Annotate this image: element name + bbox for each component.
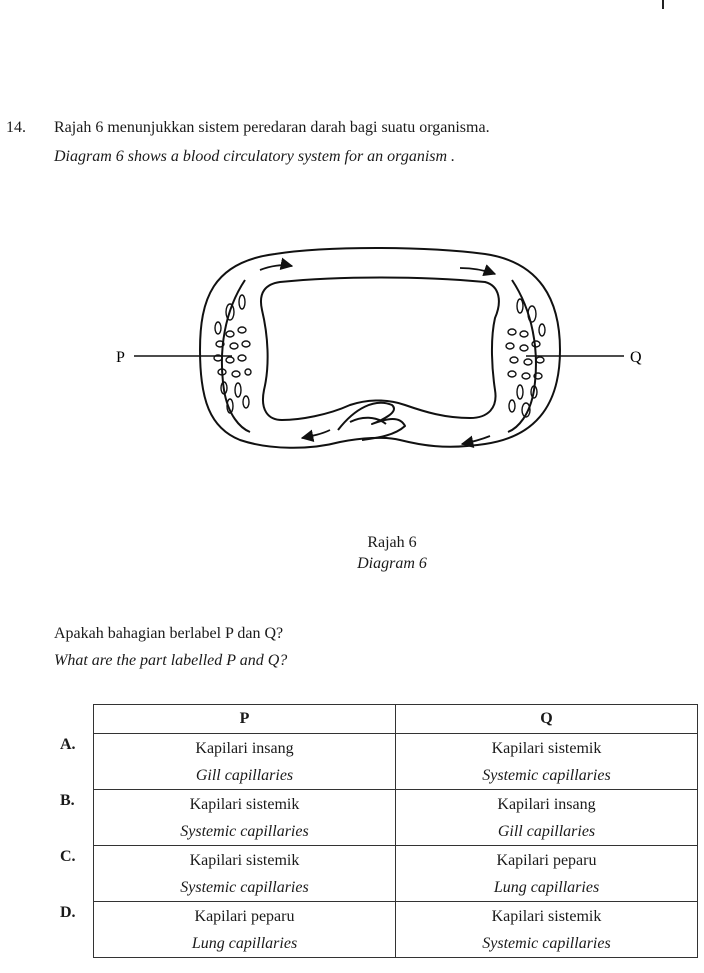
option-letter-d[interactable]: D. [60,904,76,921]
diagram-caption-english: Diagram 6 [357,555,427,572]
arrow-top-right [459,264,497,277]
cell-text-english: Lung capillaries [493,878,600,896]
cell-text-malay: Kapilari peparu [194,907,295,925]
question-text-malay: Rajah 6 menunjukkan sistem peredaran dar… [54,119,490,136]
table-header-row: P Q [93,704,698,734]
arrow-bottom-right [460,435,491,448]
prompt-text-malay: Apakah bahagian berlabel P dan Q? [54,625,284,642]
inner-vessel-outline [260,276,500,421]
cell-text-malay: Kapilari insang [497,795,596,813]
prompt-text-english: What are the part labelled P and Q? [54,652,288,669]
cell-text-english: Systemic capillaries [482,766,611,784]
cell-text-malay: Kapilari sistemik [491,739,602,757]
question-number: 14. [6,119,26,136]
cell-text-english: Systemic capillaries [180,878,309,896]
cell-text-english: Systemic capillaries [180,822,309,840]
left-capillaries [213,294,252,414]
cell-text-malay: Kapilari sistemik [491,907,602,925]
arrow-bottom-left [300,429,331,442]
heart-region [337,401,406,441]
question-text-english: Diagram 6 shows a blood circulatory syst… [54,148,456,165]
label-p: P [116,349,125,366]
label-q: Q [630,349,642,366]
cell-text-malay: Kapilari sistemik [189,851,300,869]
cell-text-english: Lung capillaries [191,934,298,952]
cell-text-english: Gill capillaries [497,822,596,840]
cell-text-english: Systemic capillaries [482,934,611,952]
cell-text-english: Gill capillaries [195,766,294,784]
cell-text-malay: Kapilari peparu [496,851,597,869]
page-edge-mark [662,0,664,9]
header-p: P [93,704,396,734]
circulatory-system-diagram: P Q [116,247,642,449]
option-letter-a[interactable]: A. [60,736,76,753]
cell-text-malay: Kapilari insang [195,739,294,757]
option-letter-b[interactable]: B. [60,792,75,809]
flow-arrows [259,257,497,448]
option-letter-c[interactable]: C. [60,848,76,865]
diagram-caption-malay: Rajah 6 [367,534,417,551]
arrow-top-left [259,257,294,271]
outer-vessel-outline [199,247,561,449]
cell-text-malay: Kapilari sistemik [189,795,300,813]
header-q: Q [395,704,698,734]
right-capillary-bed [507,279,537,433]
right-capillaries [505,298,546,418]
